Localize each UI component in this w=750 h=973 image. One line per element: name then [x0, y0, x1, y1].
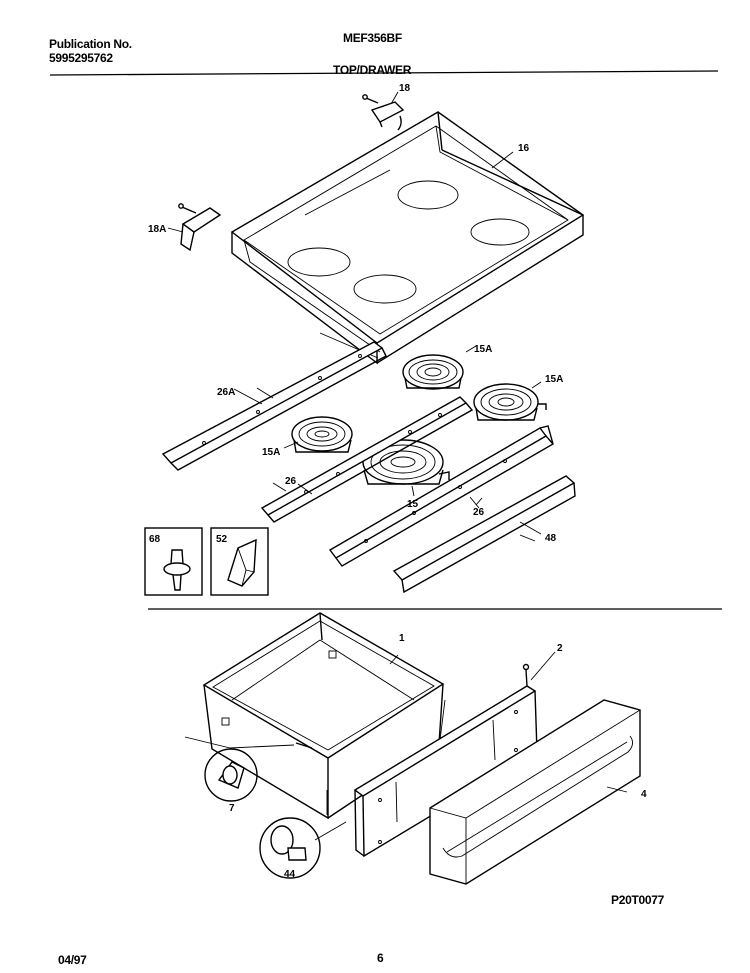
- surface-element-15A-rear: [402, 345, 477, 390]
- callout-68: 68: [149, 534, 161, 545]
- callout-15: 15: [407, 499, 419, 510]
- publication-number: 5995295762: [49, 51, 113, 65]
- bracket-part-26A: [161, 341, 387, 471]
- element-bracket-26-left: [260, 396, 474, 523]
- inset-box-52: [210, 527, 269, 596]
- callout-4: 4: [641, 789, 647, 800]
- footer-date: 04/97: [58, 953, 87, 967]
- callout-26-left: 26: [285, 476, 297, 487]
- callout-18A: 18A: [148, 224, 166, 235]
- callout-48: 48: [545, 533, 557, 544]
- callout-16: 16: [518, 143, 530, 154]
- figure-code: P20T0077: [611, 893, 664, 907]
- callout-1: 1: [399, 633, 405, 644]
- callout-7: 7: [229, 803, 235, 814]
- bracket-part-18A: [167, 203, 222, 252]
- callout-44: 44: [284, 869, 296, 880]
- surface-element-15A-left: [283, 416, 353, 453]
- drawer-part-1: [202, 612, 446, 820]
- cooktop-part-16: [230, 111, 585, 365]
- inset-box-68: [144, 527, 203, 596]
- detail-part-7: [184, 736, 295, 802]
- surface-element-15A-right: [473, 381, 547, 421]
- callout-15A-right: 15A: [545, 374, 563, 385]
- bracket-part-18: [362, 91, 405, 131]
- callout-26A: 26A: [217, 387, 235, 398]
- callout-26-right: 26: [473, 507, 485, 518]
- callout-18: 18: [399, 83, 411, 94]
- callout-15A-rear: 15A: [474, 344, 492, 355]
- callout-52: 52: [216, 534, 228, 545]
- drawer-front-part-4: [429, 699, 641, 885]
- element-bracket-26-right: [328, 425, 555, 567]
- model-number: MEF356BF: [343, 31, 402, 45]
- footer-page: 6: [377, 951, 384, 965]
- publication-label: Publication No.: [49, 37, 132, 51]
- header-rule: [49, 70, 719, 76]
- baffle-part-48: [392, 475, 576, 594]
- callout-2: 2: [557, 643, 563, 654]
- detail-part-44: [259, 817, 347, 879]
- callout-15A-left: 15A: [262, 447, 280, 458]
- surface-element-15: [362, 439, 450, 497]
